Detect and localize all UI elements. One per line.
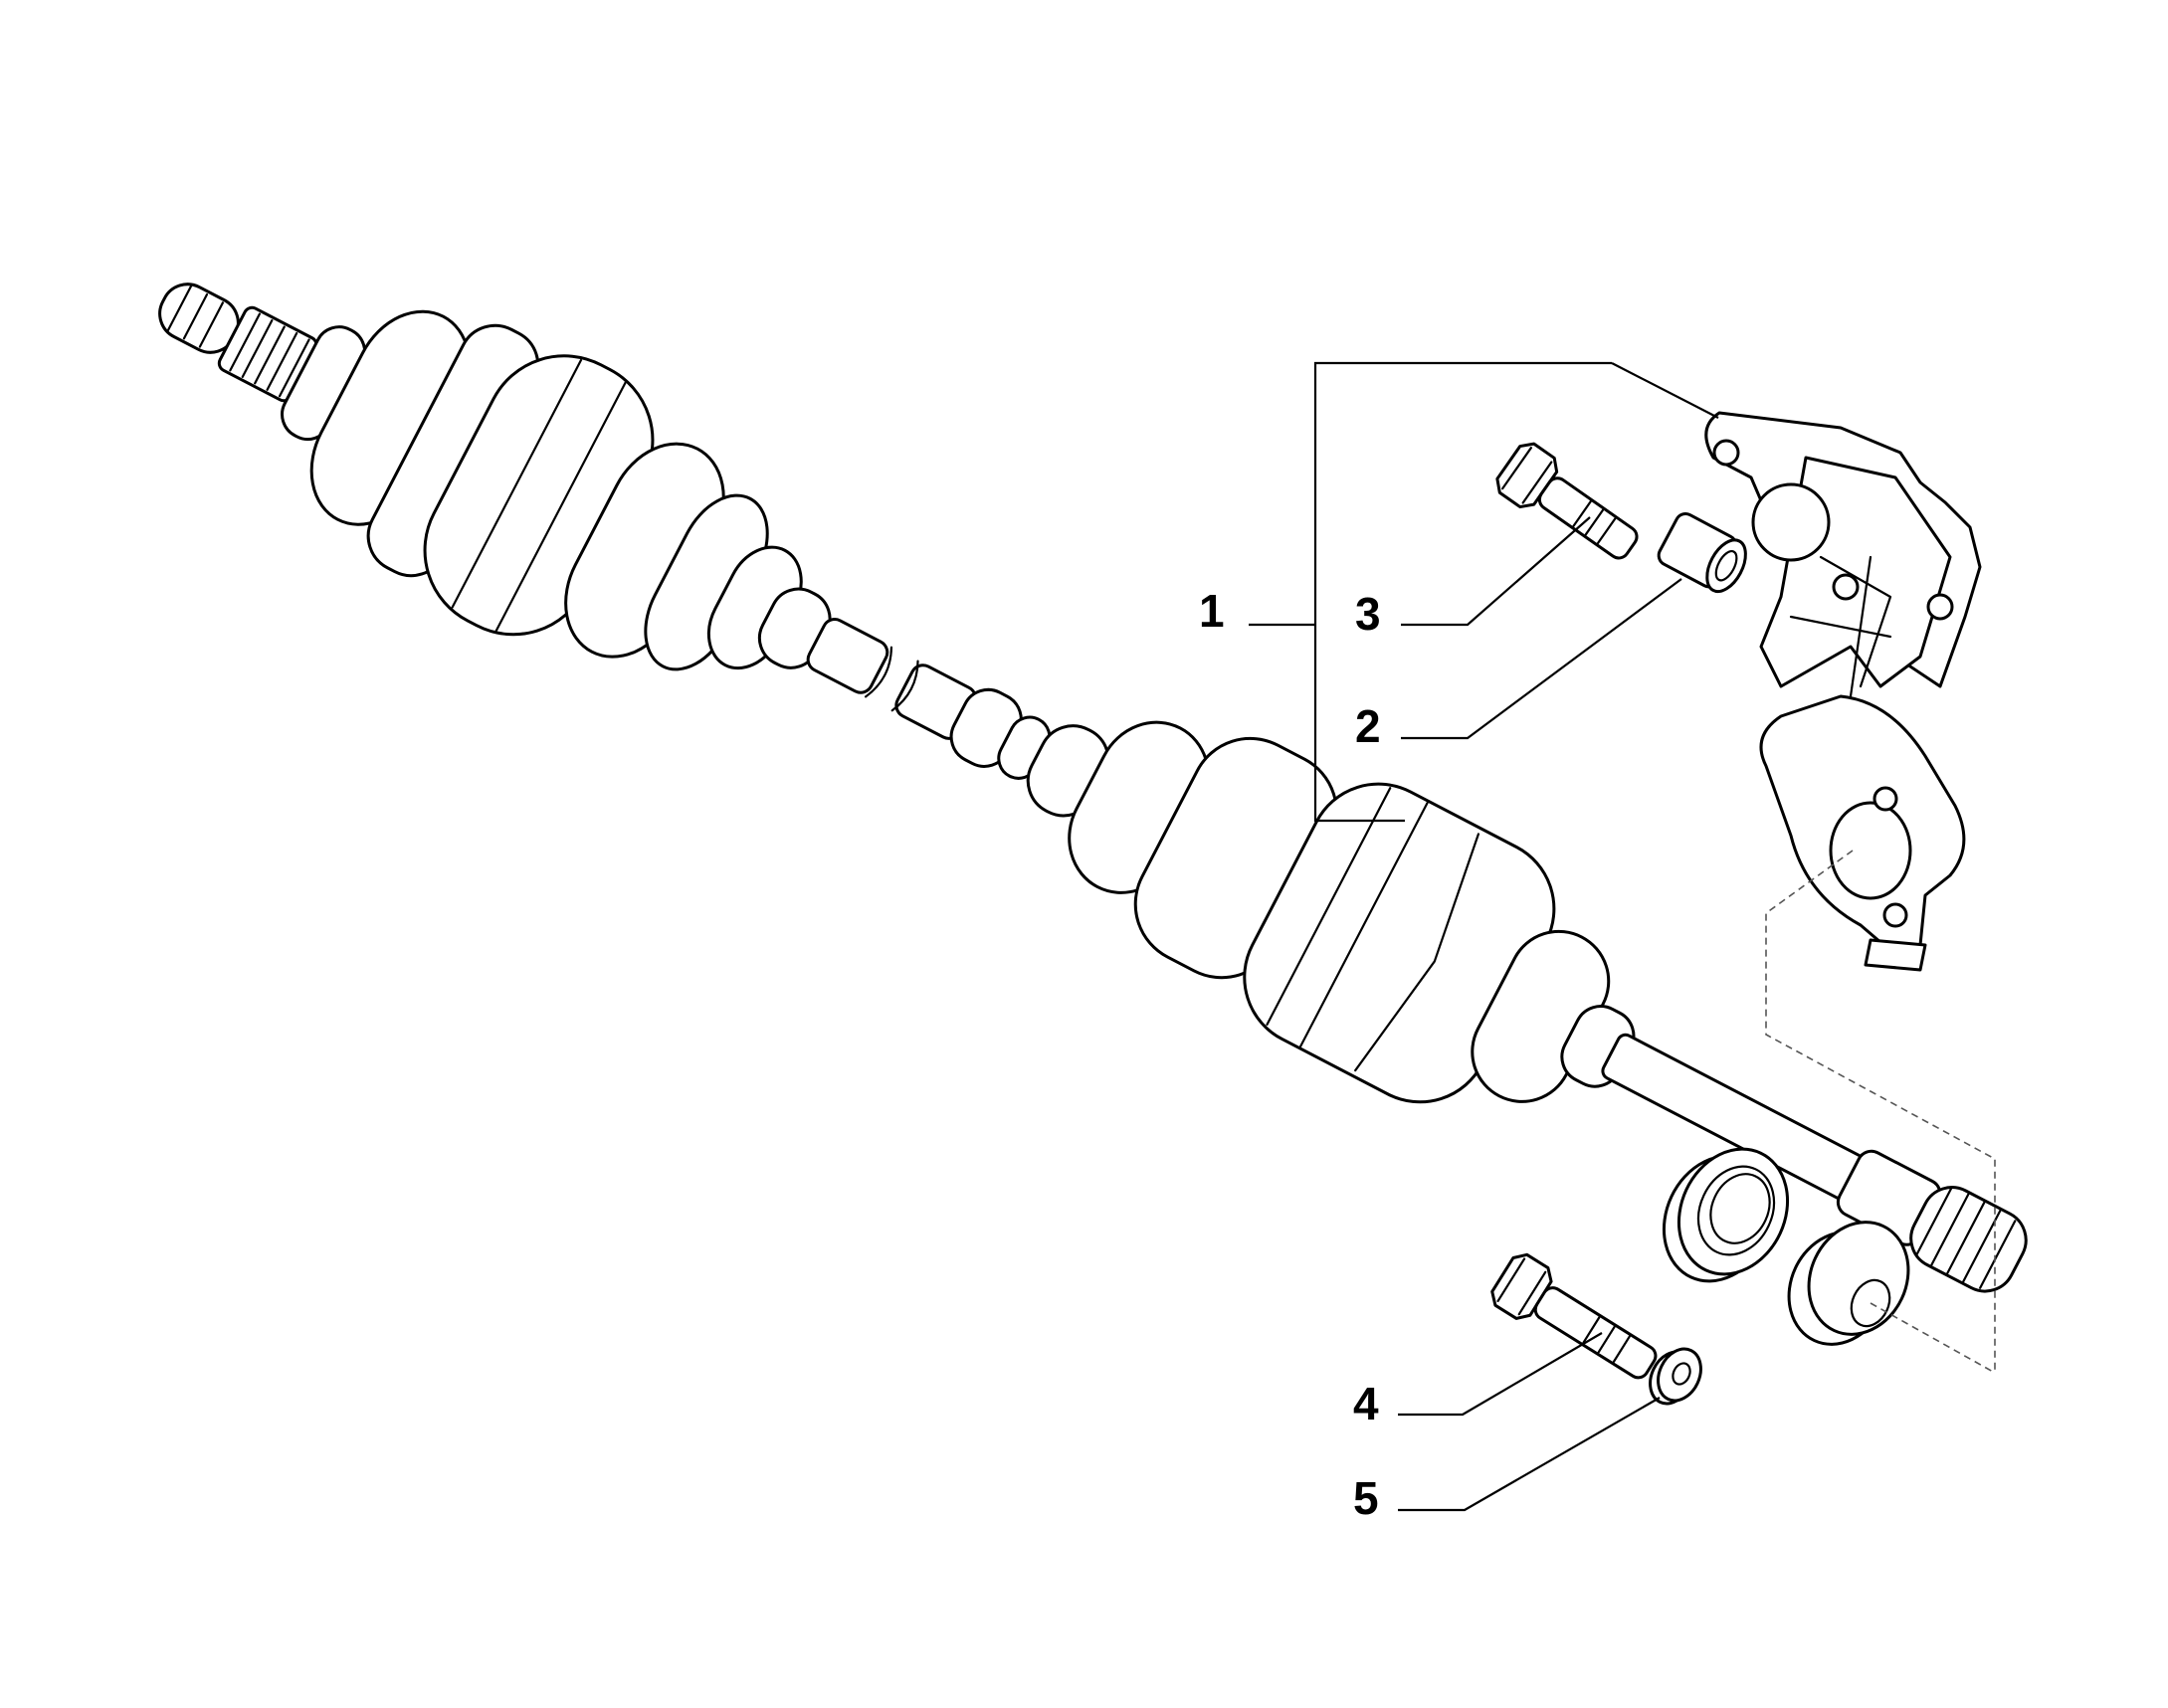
nut[interactable] [1642, 1342, 1708, 1411]
assembly-dashed-lines [1765, 850, 1996, 1374]
callout-4: 4 [1353, 1378, 1379, 1429]
bolt[interactable] [1486, 1249, 1666, 1393]
callout-3: 3 [1355, 588, 1381, 640]
leader-lines [1249, 361, 1719, 1512]
steering-knuckle[interactable] [1704, 411, 1982, 972]
bearing-ring[interactable] [1771, 1206, 1926, 1361]
wheel-bearing[interactable] [1644, 1131, 1807, 1299]
callout-1: 1 [1199, 585, 1225, 637]
bushing[interactable] [1656, 510, 1754, 598]
hex-bolt[interactable] [1491, 438, 1648, 572]
callout-2: 2 [1355, 700, 1381, 752]
callout-5: 5 [1353, 1472, 1379, 1524]
callouts: 1 3 2 4 5 [1199, 585, 1381, 1524]
